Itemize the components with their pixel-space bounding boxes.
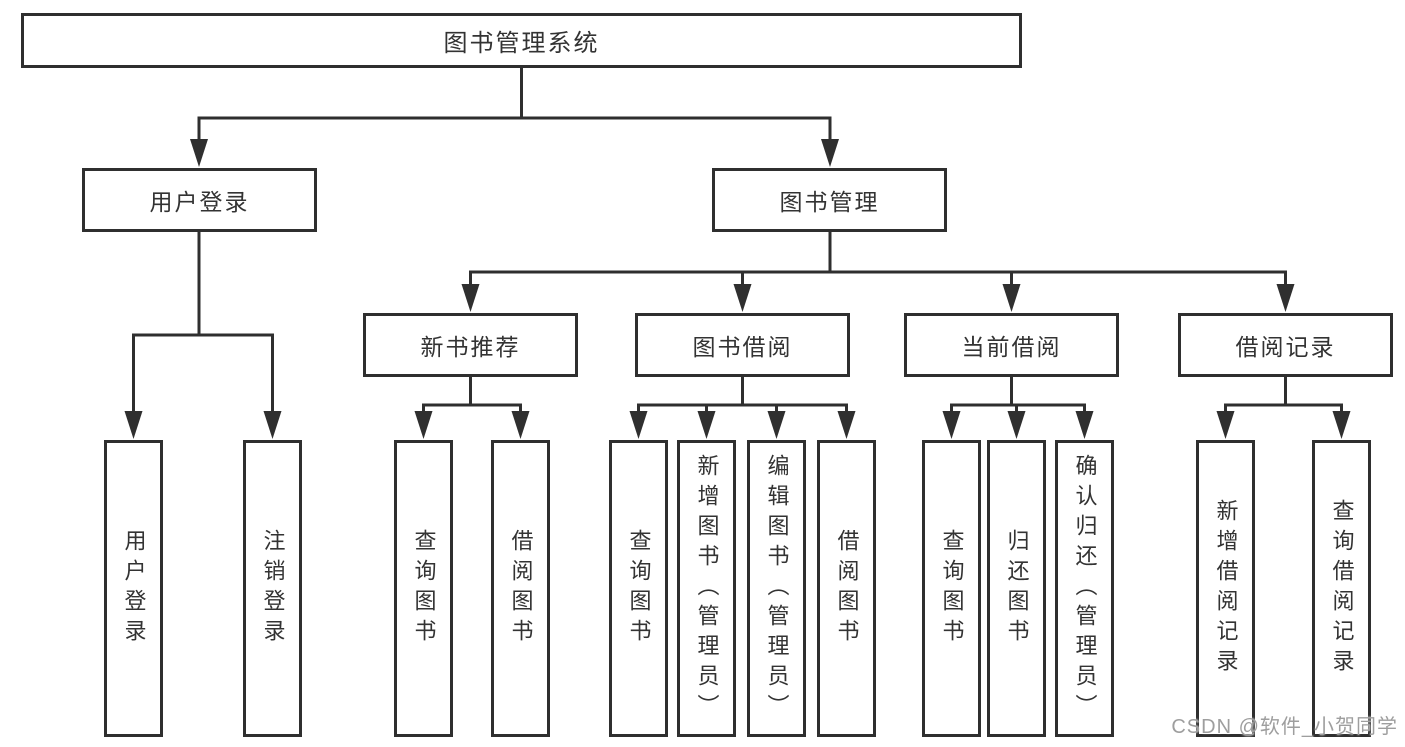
node-book-borrowing: 图书借阅: [635, 313, 850, 377]
leaf-edit-books-admin: 编辑图书（管理员）: [747, 440, 806, 737]
arrow-down-icon: [190, 139, 208, 167]
arrow-down-icon: [1276, 284, 1295, 312]
arrow-down-icon: [414, 411, 433, 439]
leaf-borrow-books: 借阅图书: [817, 440, 876, 737]
arrow-down-icon: [124, 411, 143, 439]
node-user-login: 用户登录: [82, 168, 317, 232]
arrow-down-icon: [511, 411, 530, 439]
connector-userlogin-to-leaves: [132, 230, 274, 414]
connector-newbook-to-leaves: [422, 375, 522, 414]
arrow-down-icon: [697, 411, 716, 439]
arrow-down-icon: [629, 411, 648, 439]
leaf-label: 新增图书（管理员）: [694, 453, 720, 724]
leaf-query-borrow-record: 查询借阅记录: [1312, 440, 1371, 737]
arrow-down-icon: [1332, 411, 1351, 439]
arrow-down-icon: [1075, 411, 1094, 439]
arrow-down-icon: [942, 411, 961, 439]
watermark: CSDN @软件_小贺同学: [1171, 716, 1398, 738]
arrow-down-icon: [767, 411, 786, 439]
leaf-label: 查询图书: [939, 528, 965, 649]
leaf-label: 查询借阅记录: [1329, 498, 1355, 679]
leaf-return-books: 归还图书: [987, 440, 1046, 737]
arrow-down-icon: [1002, 284, 1021, 312]
arrow-down-icon: [733, 284, 752, 312]
leaf-label: 查询图书: [411, 528, 437, 649]
leaf-label: 查询图书: [626, 528, 652, 649]
arrow-down-icon: [1007, 411, 1026, 439]
arrow-down-icon: [837, 411, 856, 439]
leaf-query-books: 查询图书: [609, 440, 668, 737]
arrowheads: [124, 139, 1351, 439]
node-book-management: 图书管理: [712, 168, 947, 232]
leaf-logout: 注销登录: [243, 440, 302, 737]
leaf-label: 借阅图书: [834, 528, 860, 649]
connector-root-to-level2: [197, 66, 832, 142]
leaf-label: 归还图书: [1004, 528, 1030, 649]
leaf-label: 确认归还（管理员）: [1072, 453, 1098, 724]
connector-records-to-leaves: [1224, 375, 1343, 414]
leaf-borrow-books: 借阅图书: [491, 440, 550, 737]
node-borrowing-records: 借阅记录: [1178, 313, 1393, 377]
node-new-book-recommendation: 新书推荐: [363, 313, 578, 377]
connector-currentborrow-to-leaves: [950, 375, 1086, 414]
leaf-confirm-return-admin: 确认归还（管理员）: [1055, 440, 1114, 737]
leaf-label: 新增借阅记录: [1213, 498, 1239, 679]
leaf-query-books: 查询图书: [394, 440, 453, 737]
leaf-label: 编辑图书（管理员）: [764, 453, 790, 724]
leaf-add-borrow-record: 新增借阅记录: [1196, 440, 1255, 737]
arrow-down-icon: [1216, 411, 1235, 439]
arrow-down-icon: [263, 411, 282, 439]
leaf-label: 注销登录: [260, 528, 286, 649]
node-current-borrowing: 当前借阅: [904, 313, 1119, 377]
node-library-management-system: 图书管理系统: [21, 13, 1022, 68]
connector-bookborrow-to-leaves: [637, 375, 848, 414]
arrow-down-icon: [821, 139, 839, 167]
leaf-add-books-admin: 新增图书（管理员）: [677, 440, 736, 737]
arrow-down-icon: [461, 284, 480, 312]
leaf-query-books: 查询图书: [922, 440, 981, 737]
leaf-label: 用户登录: [121, 528, 147, 649]
leaf-label: 借阅图书: [508, 528, 534, 649]
leaf-user-login: 用户登录: [104, 440, 163, 737]
connector-bookmgmt-to-level3: [469, 230, 1287, 287]
